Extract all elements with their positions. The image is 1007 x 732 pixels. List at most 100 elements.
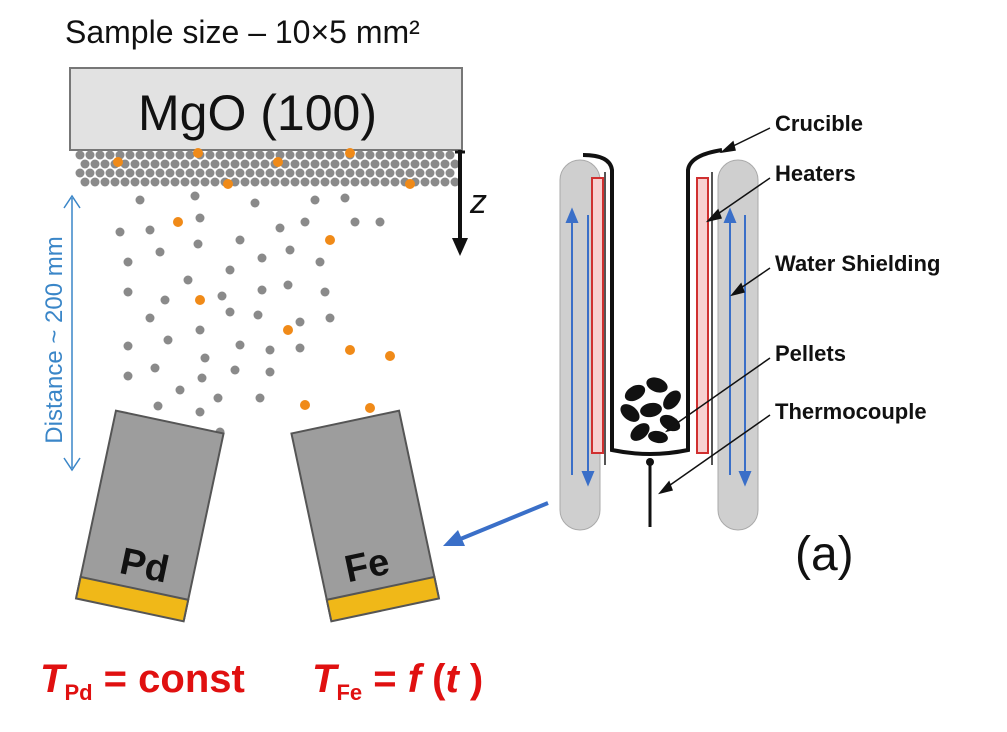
substrate-atom	[430, 159, 440, 169]
substrate-atom	[165, 150, 175, 160]
pd-atom	[115, 227, 125, 237]
pd-atom	[295, 343, 305, 353]
pd-atom	[253, 310, 263, 320]
substrate-atom	[255, 150, 265, 160]
pd-atom	[375, 217, 385, 227]
substrate-atom	[440, 159, 450, 169]
pd-atom	[235, 235, 245, 245]
pd-atom	[250, 198, 260, 208]
substrate-atom	[370, 159, 380, 169]
substrate-atom	[190, 159, 200, 169]
substrate-atom	[445, 168, 455, 178]
substrate-atom	[355, 150, 365, 160]
substrate-atom	[135, 168, 145, 178]
substrate-atom	[340, 159, 350, 169]
substrate-atom	[170, 159, 180, 169]
substrate-atom	[400, 159, 410, 169]
substrate-atom	[450, 177, 460, 187]
substrate-atom	[395, 150, 405, 160]
substrate-atom	[225, 168, 235, 178]
substrate-atom	[305, 168, 315, 178]
fe-atom	[300, 400, 310, 410]
substrate-atom	[175, 150, 185, 160]
substrate-atom	[370, 177, 380, 187]
pd-atom	[123, 287, 133, 297]
fe-atom	[173, 217, 183, 227]
substrate-atom	[290, 159, 300, 169]
substrate-atom	[420, 159, 430, 169]
pd-atom	[135, 195, 145, 205]
pd-source	[74, 409, 225, 623]
substrate-fe-atom	[223, 179, 233, 189]
substrate-fe-atom	[405, 179, 415, 189]
substrate-atom	[225, 150, 235, 160]
pd-atom	[225, 307, 235, 317]
fe-source-label: Fe	[341, 540, 394, 592]
pd-atom	[197, 373, 207, 383]
substrate-atom	[100, 177, 110, 187]
pd-atom	[195, 325, 205, 335]
substrate-atom	[320, 159, 330, 169]
fe-formula-open: (	[421, 657, 446, 701]
substrate-atom	[330, 159, 340, 169]
fe-atom	[325, 235, 335, 245]
substrate-atom	[450, 159, 460, 169]
substrate-atom	[210, 177, 220, 187]
substrate-atom	[120, 177, 130, 187]
substrate-atom	[415, 168, 425, 178]
substrate-atom	[285, 168, 295, 178]
substrate-atom	[170, 177, 180, 187]
substrate-atom	[315, 168, 325, 178]
substrate-fe-atom	[273, 157, 283, 167]
substrate-atom	[140, 177, 150, 187]
fe-atom	[195, 295, 205, 305]
substrate-atom	[95, 150, 105, 160]
substrate-atom	[130, 159, 140, 169]
substrate-atom	[280, 177, 290, 187]
pd-formula-symbol: T	[40, 657, 65, 701]
substrate-atom	[180, 177, 190, 187]
substrate-atom	[205, 150, 215, 160]
substrate-atom	[105, 150, 115, 160]
pd-atom	[155, 247, 165, 257]
fe-formula-symbol: T	[312, 657, 337, 701]
substrate-atom	[385, 168, 395, 178]
distance-label: Distance ~ 200 mm	[41, 236, 68, 444]
substrate-atom	[235, 168, 245, 178]
substrate-atom	[165, 168, 175, 178]
pd-atom	[315, 257, 325, 267]
fe-atom	[345, 345, 355, 355]
substrate-atom	[390, 159, 400, 169]
pd-atom	[310, 195, 320, 205]
substrate-atom	[380, 177, 390, 187]
substrate-atom	[175, 168, 185, 178]
substrate-atom	[80, 159, 90, 169]
substrate-atom	[335, 168, 345, 178]
substrate-atom	[305, 150, 315, 160]
pd-atom	[340, 193, 350, 203]
substrate-atom	[250, 177, 260, 187]
substrate-atom	[75, 150, 85, 160]
substrate-atom	[380, 159, 390, 169]
substrate-atom	[365, 150, 375, 160]
pd-atom	[300, 217, 310, 227]
mgo-substrate	[69, 67, 463, 151]
substrate-atom	[190, 177, 200, 187]
substrate-atom	[425, 168, 435, 178]
pd-atom	[163, 335, 173, 345]
fe-temperature-formula: TFe = f (t )	[312, 657, 483, 706]
substrate-atom	[390, 177, 400, 187]
substrate-atom	[155, 168, 165, 178]
pd-atom	[255, 393, 265, 403]
substrate-atom	[275, 168, 285, 178]
substrate-atom	[410, 159, 420, 169]
thermocouple-label: Thermocouple	[775, 399, 927, 424]
substrate-atom	[375, 150, 385, 160]
substrate-atom	[160, 159, 170, 169]
pd-atom	[145, 313, 155, 323]
fe-atom	[283, 325, 293, 335]
pellets	[620, 377, 681, 444]
pd-atom	[150, 363, 160, 373]
substrate-atom	[430, 177, 440, 187]
